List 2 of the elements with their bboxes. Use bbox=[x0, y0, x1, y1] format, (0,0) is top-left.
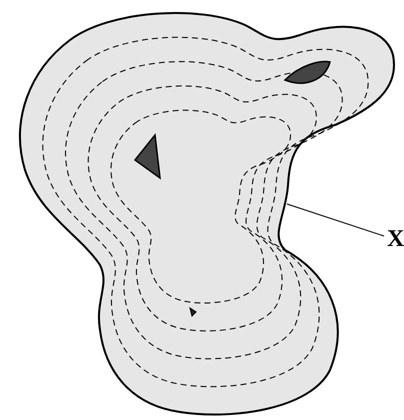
leader-line bbox=[286, 204, 384, 236]
callout-letter: X bbox=[387, 226, 404, 252]
